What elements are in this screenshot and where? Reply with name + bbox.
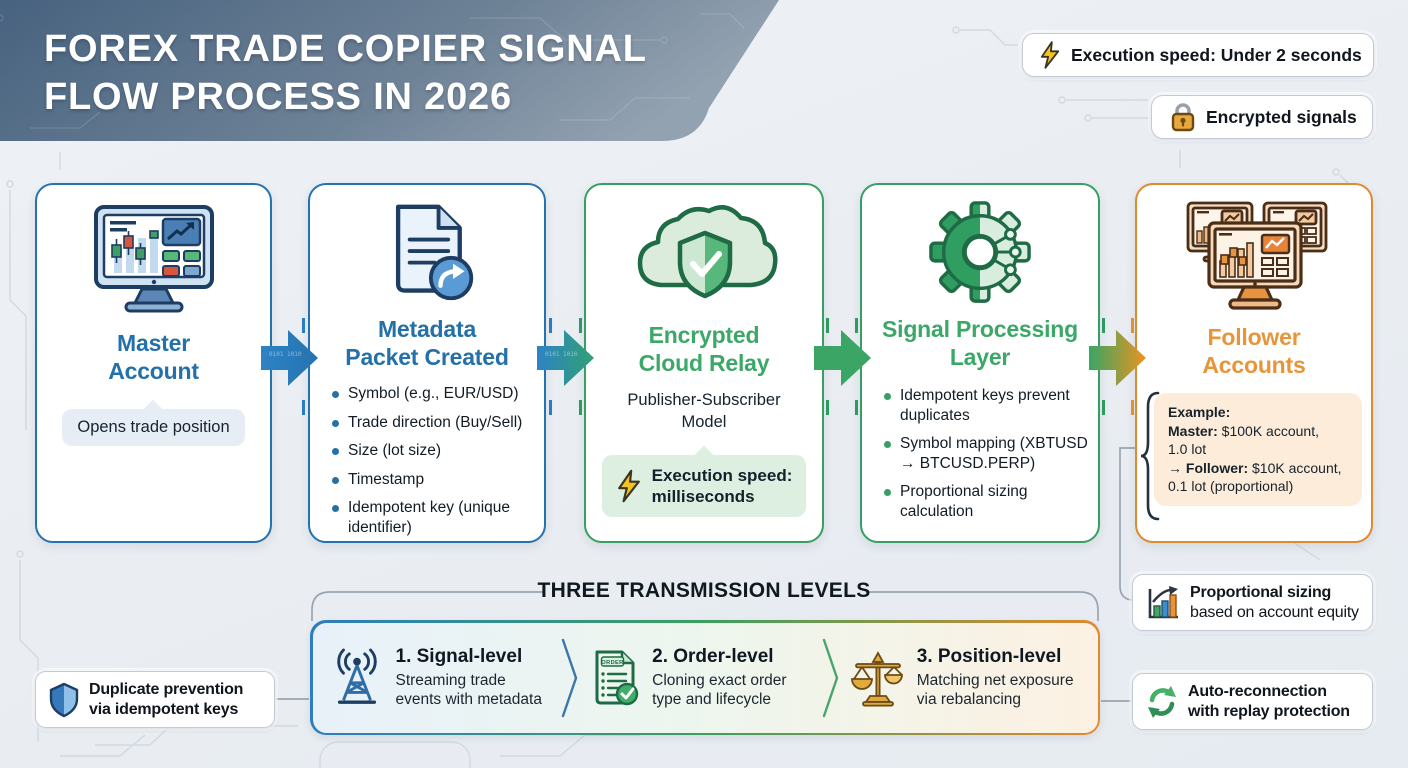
metadata-packet-card: Metadata Packet Created Symbol (e.g., EU… bbox=[308, 183, 546, 543]
antenna-icon bbox=[329, 647, 385, 709]
list-item: Size (lot size) bbox=[332, 441, 534, 461]
chevron-separator bbox=[561, 638, 578, 717]
level-position: 3. Position-level Matching net exposure … bbox=[850, 646, 1084, 709]
curly-brace bbox=[1140, 391, 1162, 521]
list-item: Timestamp bbox=[332, 470, 534, 490]
scales-icon bbox=[850, 648, 906, 708]
relay-subtitle: Publisher-Subscriber Model bbox=[627, 391, 781, 431]
level-order: ORDER 2. Order-level Cloning exact order… bbox=[589, 646, 812, 709]
svg-text:0101 1010: 0101 1010 bbox=[545, 351, 578, 358]
processing-bullet-list: Idempotent keys prevent duplicates Symbo… bbox=[862, 386, 1098, 530]
shield-icon bbox=[48, 682, 80, 718]
relay-speed-pill: Execution speed: milliseconds bbox=[601, 445, 807, 517]
svg-text:ORDER: ORDER bbox=[602, 659, 624, 665]
list-item: Idempotent keys prevent duplicates bbox=[884, 386, 1088, 425]
flow-arrow-3 bbox=[814, 322, 872, 394]
header-circuit-traces bbox=[0, 13, 745, 129]
transmission-levels-box: 1. Signal-level Streaming trade events w… bbox=[310, 620, 1100, 735]
card-title: Master Account bbox=[108, 330, 199, 384]
lightning-icon bbox=[1039, 41, 1061, 69]
multi-monitor-icon bbox=[1178, 199, 1330, 313]
monitor-chart-icon bbox=[90, 205, 218, 313]
chevron-separator bbox=[822, 638, 839, 717]
card-title: Encrypted Cloud Relay bbox=[638, 322, 770, 376]
list-item: Trade direction (Buy/Sell) bbox=[332, 413, 534, 433]
list-item: Symbol mapping (XBTUSD → BTCUSD.PERP) bbox=[884, 435, 1088, 472]
level-signal: 1. Signal-level Streaming trade events w… bbox=[329, 646, 552, 709]
execution-speed-badge: Execution speed: Under 2 seconds bbox=[1022, 33, 1374, 77]
duplicate-prevention-badge: Duplicate prevention via idempotent keys bbox=[35, 671, 275, 728]
master-note-pill: Opens trade position bbox=[62, 399, 245, 446]
flow-arrow-4 bbox=[1089, 322, 1147, 394]
svg-text:0101 1010: 0101 1010 bbox=[269, 351, 302, 358]
flow-arrow-2: 0101 1010 bbox=[537, 322, 595, 394]
master-account-card: Master Account Opens trade position bbox=[35, 183, 272, 543]
gear-circuit-icon bbox=[921, 201, 1039, 307]
cloud-relay-card: Encrypted Cloud Relay Publisher-Subscrib… bbox=[584, 183, 824, 543]
card-title: Follower Accounts bbox=[1202, 324, 1306, 378]
follower-example-box: Example: Master: $100K account, 1.0 lot … bbox=[1140, 391, 1362, 521]
encrypted-signals-badge: Encrypted signals bbox=[1151, 95, 1373, 139]
signal-processing-card: Signal Processing Layer Idempotent keys … bbox=[860, 183, 1100, 543]
refresh-icon bbox=[1145, 684, 1179, 720]
list-item: Idempotent key (unique identifier) bbox=[332, 498, 534, 537]
bar-chart-icon bbox=[1145, 584, 1181, 622]
flow-arrow-1: 0101 1010 bbox=[261, 322, 319, 394]
metadata-bullet-list: Symbol (e.g., EUR/USD) Trade direction (… bbox=[310, 384, 544, 546]
cloud-shield-icon bbox=[629, 199, 779, 311]
header-banner bbox=[0, 0, 800, 145]
card-title: Metadata Packet Created bbox=[345, 316, 509, 370]
lightning-icon bbox=[616, 469, 642, 503]
page-title: FOREX TRADE COPIER SIGNAL FLOW PROCESS I… bbox=[44, 28, 647, 118]
document-share-icon bbox=[369, 201, 485, 305]
list-item: Proportional sizing calculation bbox=[884, 482, 1088, 521]
proportional-sizing-badge: Proportional sizing based on account equ… bbox=[1132, 574, 1373, 631]
list-item: Symbol (e.g., EUR/USD) bbox=[332, 384, 534, 404]
lock-icon bbox=[1170, 102, 1196, 132]
follower-accounts-card: Follower Accounts Example: Master: $100K… bbox=[1135, 183, 1373, 543]
order-document-icon: ORDER bbox=[589, 648, 641, 708]
card-title: Signal Processing Layer bbox=[882, 316, 1078, 370]
transmission-heading: THREE TRANSMISSION LEVELS bbox=[537, 579, 871, 602]
auto-reconnection-badge: Auto-reconnection with replay protection bbox=[1132, 673, 1373, 730]
